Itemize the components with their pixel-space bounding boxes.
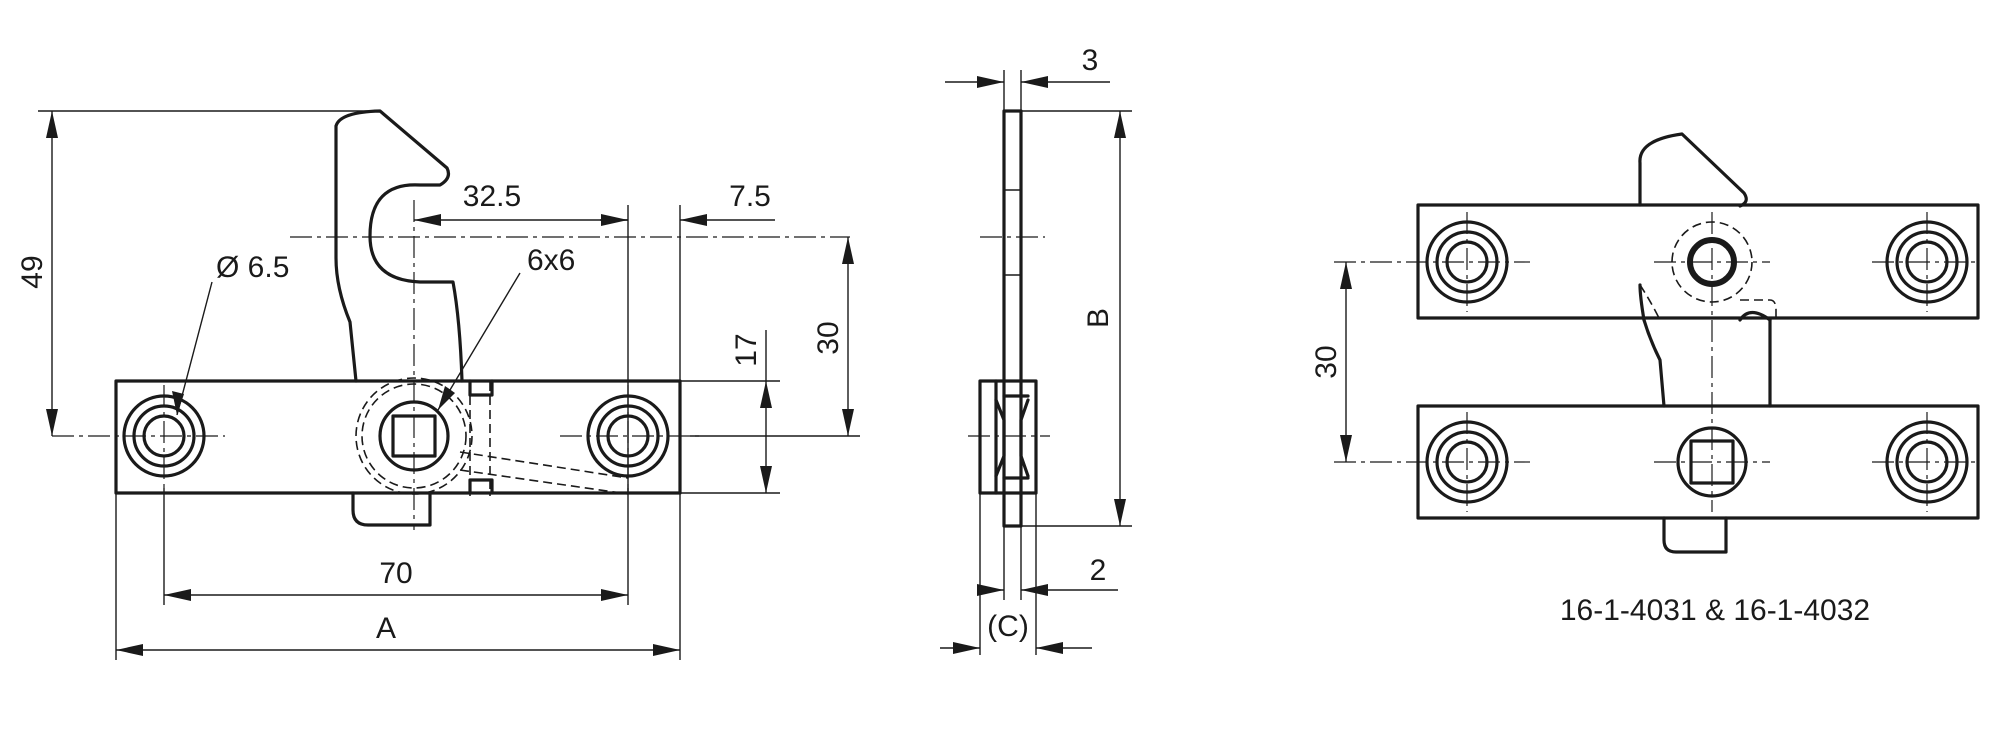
- dim-17: 17: [730, 333, 763, 366]
- dim-6x6: 6x6: [527, 244, 575, 277]
- dim-A: A: [376, 612, 396, 645]
- dim-7-5: 7.5: [729, 180, 771, 213]
- side-base-plate: [978, 379, 998, 495]
- assembly-view: 30 16-1-4031 & 16-1-4032: [1310, 132, 1980, 627]
- front-view: 49 Ø 6.5 32.5 7.5 6x6 17 30: [16, 109, 860, 660]
- front-latch-hook: [334, 109, 464, 527]
- dim-49: 49: [16, 255, 49, 288]
- dim-30-assembly: 30: [1310, 345, 1343, 378]
- side-latch-plate: [1002, 109, 1023, 528]
- dim-C: (C): [987, 610, 1029, 643]
- dim-3: 3: [1082, 44, 1099, 77]
- dim-dia-6-5: Ø 6.5: [216, 251, 289, 284]
- dim-32-5: 32.5: [463, 180, 521, 213]
- dim-B: B: [1082, 308, 1115, 328]
- part-number-caption: 16-1-4031 & 16-1-4032: [1560, 594, 1870, 627]
- dim-70: 70: [379, 557, 412, 590]
- front-base-plate: [114, 379, 682, 495]
- assembly-latch-hook: [1638, 132, 1772, 554]
- side-view: 3 B 2 (C): [940, 44, 1132, 655]
- dim-2: 2: [1090, 554, 1107, 587]
- dim-30-front: 30: [812, 321, 845, 354]
